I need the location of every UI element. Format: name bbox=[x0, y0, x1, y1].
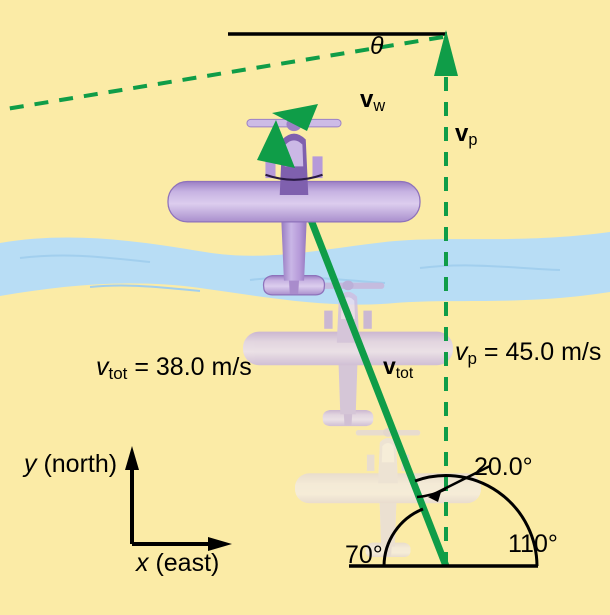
v-w-symbol: v bbox=[360, 86, 374, 113]
angle-20-leader-line bbox=[429, 464, 491, 498]
v-p-value-subscript: p bbox=[467, 349, 477, 369]
angle-70-label: 70° bbox=[345, 541, 383, 569]
v-w-arrowhead bbox=[272, 104, 318, 131]
river bbox=[0, 232, 610, 305]
v-p-value-label: vp = 45.0 m/s bbox=[455, 338, 602, 369]
theta-label: θ bbox=[370, 32, 384, 60]
v-p-label: vp bbox=[455, 120, 478, 150]
v-tot-symbol: v bbox=[383, 353, 396, 379]
v-w-label: vw bbox=[360, 86, 386, 116]
angle-arc-70 bbox=[382, 507, 424, 567]
v-tot-value-text: = 38.0 m/s bbox=[134, 353, 252, 381]
v-p-symbol: v bbox=[455, 120, 469, 147]
v-tot-arrowhead bbox=[257, 120, 295, 168]
v-tot-value-symbol: v bbox=[96, 353, 109, 381]
v-p-value-symbol: v bbox=[455, 338, 468, 366]
coordinate-axes bbox=[125, 446, 232, 551]
v-tot-value-label: vtot = 38.0 m/s bbox=[96, 353, 252, 384]
x-axis-symbol: x bbox=[136, 549, 149, 577]
x-axis-label: x (east) bbox=[136, 551, 219, 576]
y-axis-symbol: y bbox=[24, 450, 37, 478]
v-p-arrowhead bbox=[434, 30, 458, 76]
y-axis-text: (north) bbox=[43, 450, 118, 478]
y-axis-label: y (north) bbox=[24, 452, 117, 477]
v-p-value-text: = 45.0 m/s bbox=[483, 338, 602, 366]
v-p-subscript: p bbox=[468, 131, 478, 150]
v-w-subscript: w bbox=[373, 97, 386, 116]
y-axis-arrowhead bbox=[125, 446, 139, 470]
v-tot-value-subscript: tot bbox=[108, 364, 128, 384]
angle-110-label: 110° bbox=[508, 530, 558, 558]
x-axis-text: (east) bbox=[155, 549, 220, 577]
angle-20-label: 20.0° bbox=[474, 453, 533, 481]
angle-arc-110 bbox=[414, 474, 539, 567]
angle-20-leader-arrowhead bbox=[428, 492, 441, 502]
v-tot-label: vtot bbox=[383, 353, 413, 382]
x-axis-arrowhead bbox=[208, 537, 232, 551]
v-tot-subscript: tot bbox=[395, 365, 414, 383]
